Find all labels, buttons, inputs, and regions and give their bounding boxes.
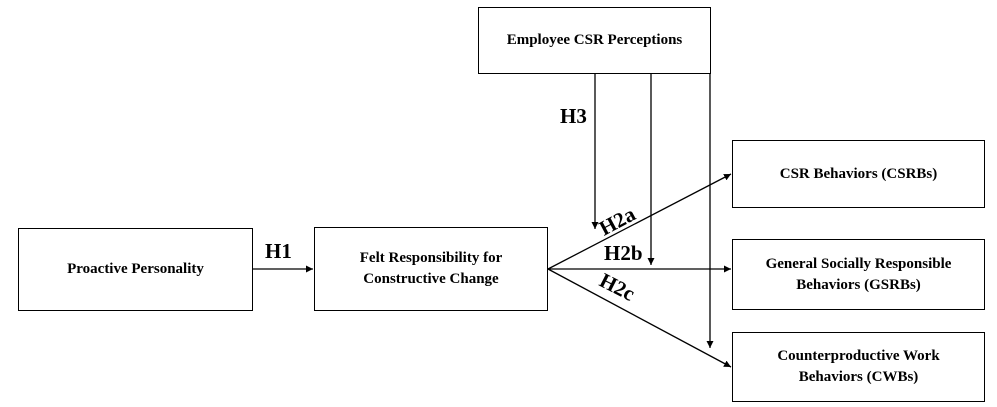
node-label: Employee CSR Perceptions	[506, 32, 683, 48]
label-h2a: H2a	[595, 201, 640, 240]
node-label: Proactive Personality	[67, 261, 204, 277]
node-label-line-1: Counterproductive Work	[777, 348, 940, 364]
node-label: CSR Behaviors (CSRBs)	[779, 165, 938, 182]
label-h2b: H2b	[604, 241, 643, 265]
node-label-line-2: Constructive Change	[363, 271, 499, 287]
node-felt-responsibility: Felt Responsibility for Constructive Cha…	[314, 227, 548, 311]
label-h2c: H2c	[596, 268, 639, 306]
node-csr-behaviors: CSR Behaviors (CSRBs)	[732, 140, 985, 208]
node-label-line-2: Behaviors (CWBs)	[798, 369, 919, 385]
label-h1: H1	[265, 239, 292, 263]
node-proactive-personality: Proactive Personality	[18, 228, 253, 311]
node-employee-csr-perceptions: Employee CSR Perceptions	[478, 7, 711, 74]
node-label-line-1: General Socially Responsible	[765, 255, 952, 272]
arrow-h2c	[547, 268, 732, 368]
node-label-line-1: Felt Responsibility for	[359, 250, 503, 266]
node-label-line-2: Behaviors (GSRBs)	[796, 276, 921, 293]
label-h3: H3	[560, 104, 587, 128]
node-counterproductive-work-behaviors: Counterproductive Work Behaviors (CWBs)	[732, 332, 985, 402]
node-general-socially-responsible-behaviors: General Socially Responsible Behaviors (…	[732, 239, 985, 310]
arrow-h2a	[547, 173, 732, 270]
